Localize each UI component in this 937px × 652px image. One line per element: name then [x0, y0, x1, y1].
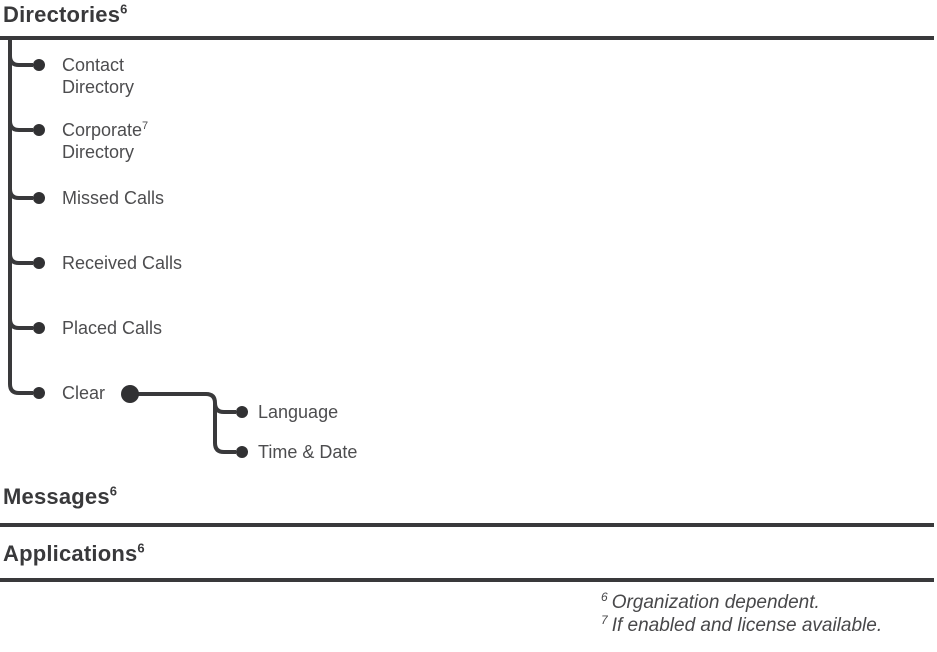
bullet-clear-icon: [33, 387, 45, 399]
footnote-7-marker: 7: [601, 612, 608, 627]
branch-language-line: [213, 402, 236, 414]
tree-trunk-line: [8, 38, 33, 395]
footnote-7-text: If enabled and license available.: [611, 615, 883, 636]
heading-directories-footnote-ref: 6: [120, 1, 128, 17]
corporate-footnote-ref: 7: [142, 120, 149, 132]
bullet-contact-directory-icon: [33, 59, 45, 71]
heading-messages-label: Messages: [3, 484, 110, 509]
menu-item-corporate-directory-line1: Corporate7: [62, 119, 148, 141]
footnote-6-text: Organization dependent.: [611, 592, 820, 613]
branch-missed-calls-line: [8, 188, 33, 200]
branch-corporate-directory-line: [8, 120, 33, 132]
messages-underline: [0, 523, 934, 527]
branch-received-calls-line: [8, 253, 33, 265]
menu-item-time-date: Time & Date: [258, 442, 358, 462]
heading-directories-label: Directories: [3, 2, 121, 27]
bullet-corporate-directory-icon: [33, 124, 45, 136]
section-heading-messages: Messages6: [3, 484, 117, 510]
menu-item-received-calls: Received Calls: [62, 253, 183, 273]
bullet-time-date-icon: [236, 446, 248, 458]
menu-item-contact-directory-line1: Contact: [62, 55, 125, 75]
clear-subtree-line: [138, 392, 236, 454]
section-heading-applications: Applications6: [3, 541, 145, 567]
directories-underline: [0, 36, 934, 40]
menu-item-missed-calls: Missed Calls: [62, 188, 165, 208]
menu-item-corporate-directory: Corporate7 Directory: [62, 119, 148, 163]
menu-item-corporate-directory-text: Corporate: [62, 120, 143, 140]
clear-junction-node-icon: [121, 385, 139, 403]
branch-placed-calls-line: [8, 318, 33, 330]
bullet-language-icon: [236, 406, 248, 418]
menu-item-placed-calls: Placed Calls: [62, 318, 163, 338]
section-heading-directories: Directories6: [3, 2, 128, 28]
heading-applications-footnote-ref: 6: [137, 540, 145, 556]
applications-underline: [0, 578, 934, 582]
branch-contact-directory-line: [8, 55, 33, 67]
menu-item-corporate-directory-line2: Directory: [62, 142, 135, 162]
menu-item-contact-directory-line2: Directory: [62, 77, 135, 97]
heading-messages-footnote-ref: 6: [109, 483, 118, 499]
heading-applications-label: Applications: [3, 541, 138, 566]
menu-item-language: Language: [258, 402, 339, 422]
footnote-6-marker: 6: [601, 589, 608, 604]
menu-item-contact-directory: Contact Directory: [62, 54, 134, 98]
bullet-missed-calls-icon: [33, 192, 45, 204]
menu-item-clear: Clear: [62, 383, 106, 403]
bullet-received-calls-icon: [33, 257, 45, 269]
bullet-placed-calls-icon: [33, 322, 45, 334]
